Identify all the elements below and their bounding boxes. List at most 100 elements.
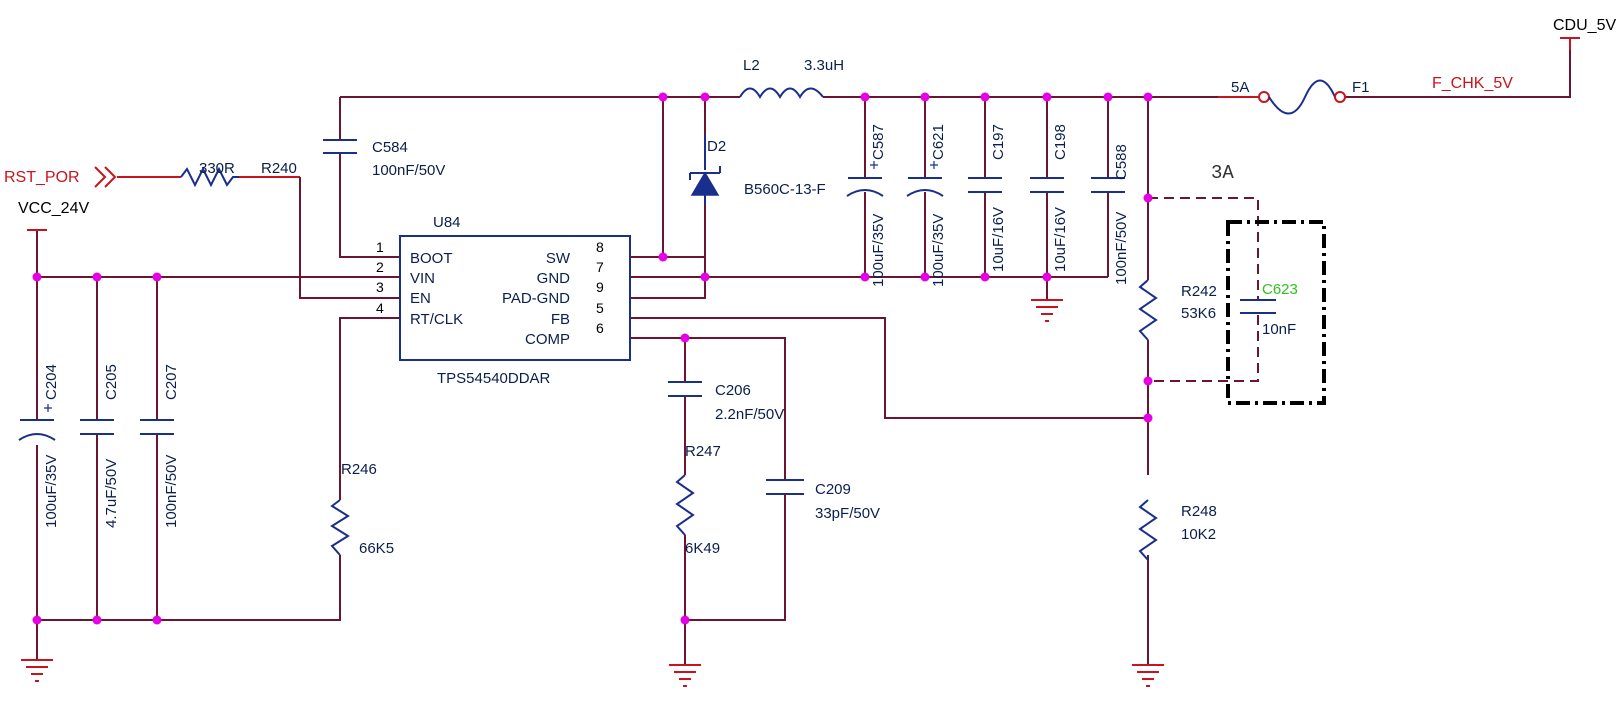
c207-ref: C207 — [163, 364, 180, 400]
plus-icon — [930, 161, 938, 169]
ground-icon — [1132, 664, 1164, 687]
capacitor-icon — [1030, 177, 1064, 193]
c587-value: 100uF/35V — [870, 214, 887, 287]
diode-d2[interactable]: D2 B560C-13-F — [689, 135, 826, 205]
net-label-f-chk-5v: F_CHK_5V — [1432, 75, 1513, 92]
fuse-terminal-icon — [1334, 91, 1346, 103]
wires — [36, 37, 1580, 665]
pin-number: 4 — [376, 300, 384, 316]
capacitor-c205[interactable]: C205 4.7uF/50V — [80, 364, 120, 528]
resistor-icon — [1138, 279, 1158, 341]
c204-ref: C204 — [43, 364, 60, 400]
c621-ref: C621 — [930, 124, 947, 160]
d2-ref: D2 — [707, 138, 726, 155]
capacitor-c587[interactable]: C587 100uF/35V — [846, 124, 887, 287]
resistor-r242[interactable]: R242 53K6 — [1138, 279, 1217, 341]
pin-number: 7 — [596, 259, 604, 275]
capacitor-c209[interactable]: C209 33pF/50V — [766, 479, 880, 522]
pin-number: 9 — [596, 279, 604, 295]
net-label-vcc-24v: VCC_24V — [18, 200, 89, 217]
r240-ref: R240 — [261, 160, 297, 177]
resistor-r240[interactable]: 330R R240 — [180, 160, 297, 188]
capacitor-icon — [766, 479, 804, 495]
pin-number: 3 — [376, 279, 384, 295]
l2-value: 3.3uH — [804, 57, 844, 74]
resistor-r246[interactable]: R246 66K5 — [330, 461, 394, 557]
net-f-chk-5v[interactable]: F_CHK_5V — [1432, 75, 1513, 92]
r248-value: 10K2 — [1181, 526, 1216, 543]
fuse-f1[interactable]: 5A F1 — [1231, 79, 1370, 115]
c197-value: 10uF/16V — [990, 207, 1007, 272]
capacitor-c206[interactable]: C206 2.2nF/50V — [668, 381, 784, 423]
net-vcc-24v[interactable]: VCC_24V — [18, 200, 89, 231]
pin-number: 1 — [376, 239, 384, 255]
net-rst-por[interactable]: RST_POR — [4, 166, 117, 188]
capacitor-c197[interactable]: C197 10uF/16V — [968, 124, 1007, 272]
capacitor-c198[interactable]: C198 10uF/16V — [1030, 124, 1069, 272]
c206-ref: C206 — [715, 382, 751, 399]
capacitor-icon — [323, 139, 357, 154]
capacitor-icon — [1240, 299, 1276, 314]
c209-value: 33pF/50V — [815, 505, 880, 522]
pin-name: COMP — [525, 331, 570, 348]
capacitor-c588[interactable]: C588 100nF/50V — [1091, 144, 1130, 285]
pin-name: VIN — [410, 270, 435, 287]
schottky-bar-icon — [689, 166, 721, 180]
c206-value: 2.2nF/50V — [715, 406, 784, 423]
r246-value: 66K5 — [359, 540, 394, 557]
r242-value: 53K6 — [1181, 305, 1216, 322]
resistor-r247[interactable]: R247 6K49 — [675, 443, 721, 557]
ground-icon — [21, 659, 53, 682]
capacitor-icon — [140, 419, 174, 435]
c587-ref: C587 — [870, 124, 887, 160]
pin-number: 6 — [596, 320, 604, 336]
plus-icon — [44, 404, 52, 412]
capacitor-c623[interactable]: C623 10nF — [1240, 281, 1298, 338]
resistor-icon — [675, 474, 695, 536]
c198-ref: C198 — [1052, 124, 1069, 160]
plus-icon — [870, 161, 878, 169]
f1-ref: F1 — [1352, 79, 1370, 96]
ic-part-number: TPS54540DDAR — [437, 370, 551, 387]
net-label-rst-por: RST_POR — [4, 169, 80, 186]
pin-name: BOOT — [410, 250, 453, 267]
capacitor-c204[interactable]: C204 100uF/35V — [18, 364, 60, 528]
c584-value: 100nF/50V — [372, 162, 445, 179]
resistor-icon — [180, 166, 239, 188]
pin-name: EN — [410, 290, 431, 307]
dnp-outline-box — [1226, 220, 1326, 405]
pin-name: SW — [546, 250, 571, 267]
capacitor-icon — [80, 419, 114, 435]
current-note: 3A — [1211, 162, 1234, 184]
ic-ref: U84 — [433, 214, 461, 231]
resistor-r248[interactable]: R248 10K2 — [1138, 499, 1217, 561]
r242-ref: R242 — [1181, 283, 1217, 300]
resistor-icon — [1138, 499, 1158, 561]
junctions — [32, 92, 1153, 625]
inductor-icon — [739, 87, 824, 99]
ground-symbols — [21, 299, 1164, 687]
c205-ref: C205 — [103, 364, 120, 400]
c198-value: 10uF/16V — [1052, 207, 1069, 272]
capacitor-c207[interactable]: C207 100nF/50V — [140, 364, 180, 528]
inductor-l2[interactable]: L2 3.3uH — [739, 57, 844, 99]
capacitor-c584[interactable]: C584 100nF/50V — [323, 139, 445, 179]
ground-icon — [669, 664, 701, 687]
c623-value: 10nF — [1262, 321, 1296, 338]
net-cdu-5v[interactable]: CDU_5V — [1553, 17, 1616, 34]
input-port-icon — [94, 166, 117, 188]
c588-value: 100nF/50V — [1113, 212, 1130, 285]
c197-ref: C197 — [990, 124, 1007, 160]
capacitor-c621[interactable]: C621 100uF/35V — [906, 124, 947, 287]
ic-u84[interactable]: U84 TPS54540DDAR 1 2 3 4 BOOT VIN EN RT/… — [376, 214, 631, 387]
pin-name: GND — [537, 270, 571, 287]
c621-value: 100uF/35V — [930, 214, 947, 287]
diode-icon — [690, 171, 720, 196]
r240-value: 330R — [199, 160, 235, 177]
pin-name: FB — [551, 311, 570, 328]
fuse-icon — [1268, 79, 1336, 115]
r248-ref: R248 — [1181, 503, 1217, 520]
pin-name: PAD-GND — [502, 290, 570, 307]
r247-value: 6K49 — [685, 540, 720, 557]
